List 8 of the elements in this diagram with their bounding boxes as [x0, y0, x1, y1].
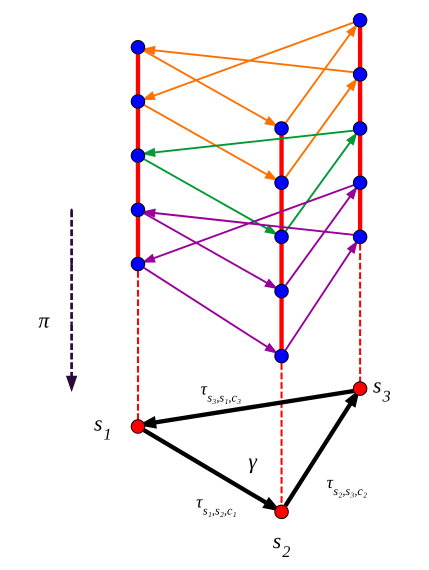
label: γ [248, 449, 257, 474]
node-label: s$_{3}$ [372, 373, 391, 406]
edge-label: τ$_{s₃,s₁,c₃}$ [200, 378, 242, 404]
label: π [38, 308, 50, 332]
edge-label: τ$_{s₁,s₂,c₁}$ [196, 491, 237, 518]
node-label: s$_{1}$ [94, 411, 112, 444]
node-label: s$_{2}$ [272, 529, 290, 562]
edge-label: τ$_{s₂,s₃,c₂}$ [326, 472, 368, 498]
